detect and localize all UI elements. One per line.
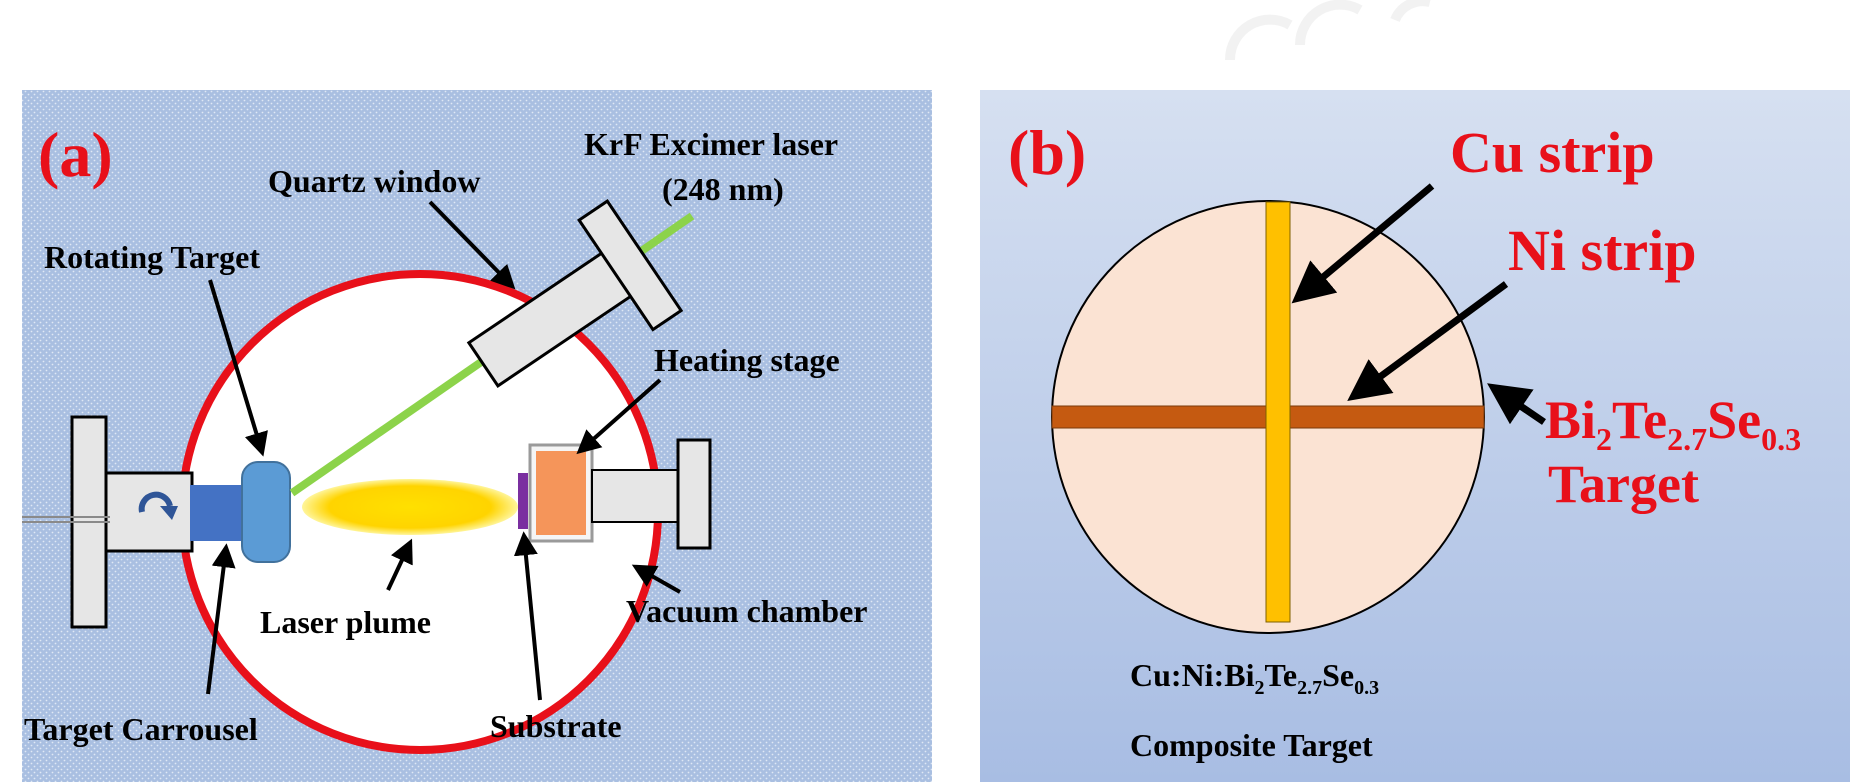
panel-a: (a) KrF Excimer laser (248 nm) Quartz wi… — [22, 90, 932, 782]
rotation-arrow-icon — [138, 491, 173, 513]
rotation-arrowhead-icon — [160, 506, 178, 520]
label-composite-target: Composite Target — [1130, 727, 1373, 763]
laser-plume — [302, 479, 518, 535]
label-quartz-window: Quartz window — [268, 163, 480, 199]
panel-a-tag: (a) — [38, 119, 113, 190]
arrow-ni-strip — [1347, 281, 1509, 401]
label-target-formula: Bi2Te2.7Se0.3 — [1545, 390, 1801, 457]
label-heating-stage: Heating stage — [654, 342, 840, 378]
arrow-rotating-target — [208, 279, 268, 457]
label-laser-line2: (248 nm) — [662, 171, 784, 207]
label-target-word: Target — [1548, 454, 1699, 514]
arrow-laser-plume — [386, 538, 413, 591]
composite-sub-2: 2 — [1254, 677, 1264, 699]
label-target-carrousel: Target Carrousel — [24, 711, 258, 747]
watermark-arcs — [1224, 0, 1431, 61]
label-rotating-target: Rotating Target — [44, 239, 260, 275]
panel-a-arrows — [206, 200, 681, 701]
arrow-vacuum-chamber — [631, 564, 681, 594]
panel-b-tag: (b) — [1008, 117, 1086, 188]
label-cu-strip: Cu strip — [1450, 120, 1655, 185]
rotating-target — [241, 461, 291, 563]
label-ni-strip: Ni strip — [1508, 218, 1697, 283]
formula-te: Te — [1612, 390, 1667, 450]
formula-se: Se — [1707, 390, 1761, 450]
label-substrate: Substrate — [490, 708, 622, 744]
arrow-substrate — [513, 531, 542, 701]
composite-se: Se — [1322, 657, 1354, 693]
label-vacuum-chamber: Vacuum chamber — [626, 593, 867, 629]
formula-bi: Bi — [1545, 390, 1596, 450]
composite-cu-ni-bi: Cu:Ni:Bi — [1130, 657, 1255, 693]
arrow-target-carrousel — [206, 543, 236, 695]
formula-sub-0-3: 0.3 — [1761, 421, 1801, 457]
cu-strip — [1265, 201, 1291, 623]
label-laser-plume: Laser plume — [260, 604, 431, 640]
composite-sub-2-7: 2.7 — [1297, 677, 1322, 699]
composite-sub-0-3: 0.3 — [1354, 677, 1379, 699]
substrate — [518, 473, 528, 529]
panel-b-arrows — [1291, 183, 1546, 425]
target-carrousel-fixture — [22, 415, 248, 629]
label-composite-formula: Cu:Ni:Bi2Te2.7Se0.3 — [1130, 657, 1379, 699]
panel-b: (b) Cu strip Ni strip Bi2Te2.7Se0.3 Targ… — [980, 90, 1850, 782]
arrow-target — [1487, 383, 1546, 425]
arrow-heating-stage — [576, 378, 662, 455]
formula-sub-2-7: 2.7 — [1667, 421, 1707, 457]
composite-te: Te — [1264, 657, 1297, 693]
arrow-quartz-window — [428, 200, 516, 290]
heating-stage — [528, 438, 712, 550]
label-laser-line1: KrF Excimer laser — [584, 126, 838, 162]
formula-sub-2: 2 — [1596, 421, 1612, 457]
arrow-cu-strip — [1291, 183, 1435, 304]
quartz-window — [466, 199, 684, 388]
